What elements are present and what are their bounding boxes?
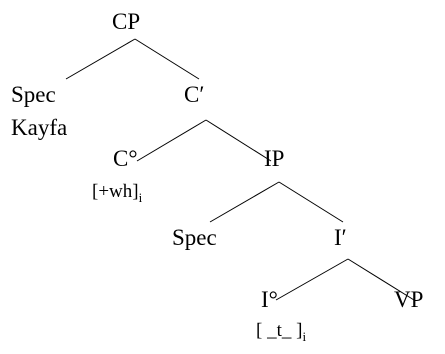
node-vp: VP	[394, 287, 423, 312]
node-i-bar: I′	[334, 225, 347, 250]
tree-nodes: CP Spec Kayfa C′ C° [+wh]i IP Spec I′ I°…	[11, 9, 423, 344]
branch-ibar-ihead	[275, 258, 349, 301]
i-feature-index: i	[302, 329, 306, 344]
branch-cp-cbar	[134, 38, 200, 80]
tree-branches	[65, 38, 415, 301]
node-spec-cp: Spec	[11, 82, 56, 107]
branch-cbar-chead	[136, 119, 207, 162]
node-c-head: C°	[113, 146, 138, 171]
node-cp: CP	[112, 9, 140, 34]
node-kayfa: Kayfa	[11, 115, 67, 140]
i-feature-text: [ _t_ ]	[256, 320, 302, 341]
branch-cbar-ip	[205, 119, 272, 162]
node-i-feature: [ _t_ ]i	[256, 320, 306, 344]
node-ip: IP	[264, 146, 284, 171]
branch-ip-spec	[209, 181, 280, 223]
node-c-feature: [+wh]i	[92, 181, 143, 205]
branch-cp-spec	[65, 38, 136, 80]
node-c-bar: C′	[184, 82, 204, 107]
branch-ibar-vp	[347, 258, 415, 301]
c-feature-text: [+wh]	[92, 181, 139, 202]
branch-ip-ibar	[278, 181, 344, 223]
node-spec-ip: Spec	[172, 225, 217, 250]
c-feature-index: i	[139, 190, 143, 205]
node-i-head: I°	[261, 287, 278, 312]
